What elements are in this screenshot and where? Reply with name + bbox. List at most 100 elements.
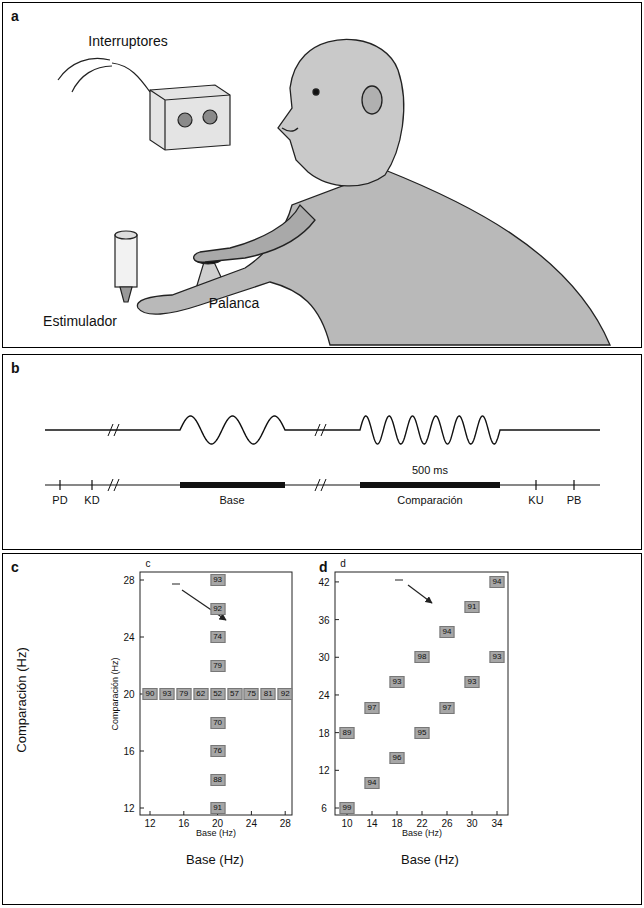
panel-frame: a xyxy=(2,2,642,348)
percent-box: 93 xyxy=(159,688,174,700)
percent-box: 62 xyxy=(193,688,208,700)
tick-label: 28 xyxy=(123,575,134,586)
percent-box: 91 xyxy=(465,601,480,613)
tick-label: 16 xyxy=(123,746,134,757)
event-label: PD xyxy=(52,494,67,506)
tick-label: 18 xyxy=(391,818,402,829)
panel-letter: a xyxy=(11,9,19,23)
chart-letter: d xyxy=(340,558,346,569)
tick-mark xyxy=(422,811,423,815)
tick-mark xyxy=(150,811,151,815)
tick-mark xyxy=(335,732,339,733)
axis-title: Base (Hz) xyxy=(401,853,459,867)
period-label: Base xyxy=(219,494,244,506)
tick-label: 30 xyxy=(466,818,477,829)
event-label: KD xyxy=(84,494,99,506)
panel-letter: b xyxy=(11,361,20,375)
chart-frames xyxy=(140,572,508,815)
tick-mark xyxy=(140,808,144,809)
tick-label: 6 xyxy=(321,803,327,814)
percent-box: 94 xyxy=(490,576,505,588)
switch-box xyxy=(58,58,230,150)
percent-box: 57 xyxy=(227,688,242,700)
stimulus-trace xyxy=(45,416,600,444)
percent-box: 95 xyxy=(415,727,430,739)
percent-box: 94 xyxy=(365,777,380,789)
pointer-arrows xyxy=(172,580,432,620)
percent-box: 98 xyxy=(415,651,430,663)
percent-box: 96 xyxy=(390,752,405,764)
percent-box: 90 xyxy=(143,688,158,700)
axis-title: Comparación (Hz) xyxy=(15,647,29,752)
tick-label: 34 xyxy=(491,818,502,829)
percent-box: 74 xyxy=(210,631,225,643)
tick-label: 16 xyxy=(178,818,189,829)
stimulator xyxy=(115,231,137,302)
timeline xyxy=(45,479,600,491)
percent-box: 99 xyxy=(340,802,355,814)
axis-title: Base (Hz) xyxy=(402,829,442,839)
tick-label: 18 xyxy=(318,727,329,738)
axis-title: Comparación (Hz) xyxy=(111,657,121,730)
tick-mark xyxy=(335,694,339,695)
tick-label: 12 xyxy=(144,818,155,829)
tick-mark xyxy=(335,619,339,620)
panel-frame: cd xyxy=(2,553,642,905)
percent-box: 92 xyxy=(210,603,225,615)
tick-mark xyxy=(472,811,473,815)
tick-label: 30 xyxy=(318,652,329,663)
percent-box: 97 xyxy=(365,702,380,714)
percent-box: 93 xyxy=(210,574,225,586)
part-label: Palanca xyxy=(209,296,260,311)
panel-letter: c xyxy=(11,560,19,574)
percent-box: 91 xyxy=(210,802,225,814)
percent-box: 70 xyxy=(210,717,225,729)
axis-title: Base (Hz) xyxy=(196,829,236,839)
tick-label: 10 xyxy=(341,818,352,829)
percent-box: 89 xyxy=(340,727,355,739)
tick-label: 26 xyxy=(441,818,452,829)
tick-label: 42 xyxy=(318,576,329,587)
tick-label: 12 xyxy=(123,803,134,814)
tick-label: 28 xyxy=(280,818,291,829)
tick-mark xyxy=(183,811,184,815)
tick-label: 24 xyxy=(123,632,134,643)
panel-letter: d xyxy=(319,560,328,574)
tick-label: 36 xyxy=(318,614,329,625)
event-label: PB xyxy=(567,494,582,506)
tick-label: 24 xyxy=(318,689,329,700)
percent-box: 97 xyxy=(440,702,455,714)
percent-box: 94 xyxy=(440,626,455,638)
tick-mark xyxy=(335,657,339,658)
percent-box: 93 xyxy=(465,676,480,688)
percent-box: 92 xyxy=(278,688,293,700)
tick-label: 22 xyxy=(416,818,427,829)
tick-label: 14 xyxy=(366,818,377,829)
tick-mark xyxy=(140,751,144,752)
tick-label: 12 xyxy=(318,765,329,776)
monkey xyxy=(137,39,610,345)
period-label: Comparación xyxy=(397,494,462,506)
percent-box: 52 xyxy=(210,688,225,700)
tick-mark xyxy=(285,811,286,815)
tick-label: 24 xyxy=(246,818,257,829)
panel-frame: b xyxy=(2,354,642,550)
tick-mark xyxy=(335,808,339,809)
event-label: KU xyxy=(528,494,543,506)
percent-box: 79 xyxy=(210,660,225,672)
percent-box: 93 xyxy=(490,651,505,663)
duration-label: 500 ms xyxy=(412,464,448,476)
part-label: Interruptores xyxy=(88,34,167,49)
tick-mark xyxy=(335,581,339,582)
tick-mark xyxy=(497,811,498,815)
tick-label: 20 xyxy=(212,818,223,829)
tick-mark xyxy=(397,811,398,815)
chart-letter: c xyxy=(146,558,151,569)
tick-mark xyxy=(251,811,252,815)
part-label: Estimulador xyxy=(43,314,117,329)
percent-box: 76 xyxy=(210,745,225,757)
percent-box: 79 xyxy=(176,688,191,700)
tick-mark xyxy=(140,637,144,638)
percent-box: 88 xyxy=(210,774,225,786)
